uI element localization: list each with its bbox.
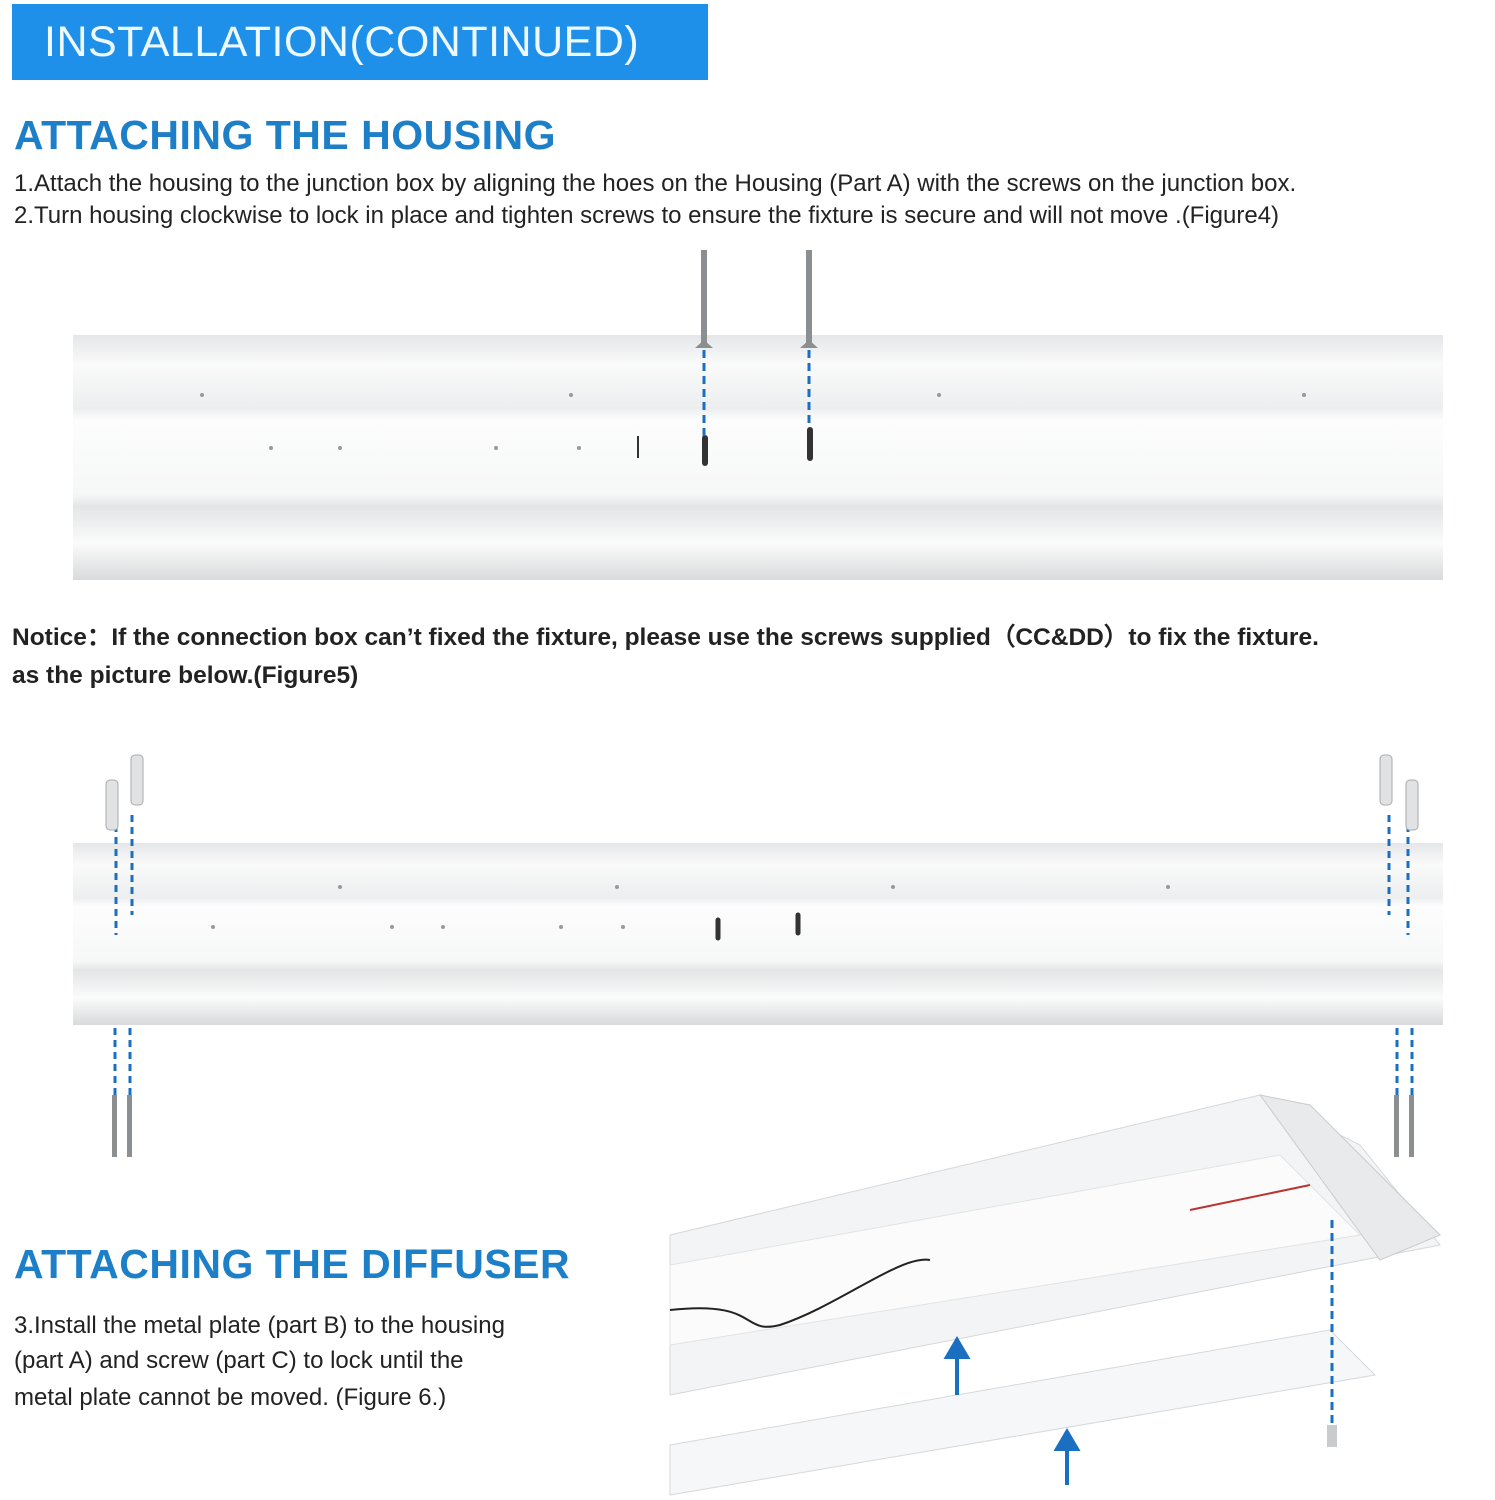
figure-4-housing-illustration <box>73 250 1443 580</box>
figure-5-screws-illustration <box>73 754 1443 1157</box>
notice-line-2: as the picture below.(Figure5) <box>12 662 359 689</box>
diffuser-line-2: (part A) and screw (part C) to lock unti… <box>14 1347 464 1374</box>
housing-step-2: 2.Turn housing clockwise to lock in plac… <box>14 202 1280 229</box>
notice-line-1: Notice：If the connection box can’t fixed… <box>12 624 1319 651</box>
diffuser-heading: ATTACHING THE DIFFUSER <box>14 1241 571 1287</box>
banner-title: INSTALLATION(CONTINUED) <box>44 18 640 66</box>
diffuser-line-1: 3.Install the metal plate (part B) to th… <box>14 1312 505 1339</box>
figure-6-diffuser-illustration <box>669 1094 1441 1496</box>
housing-step-1: 1.Attach the housing to the junction box… <box>14 170 1297 197</box>
section-banner: INSTALLATION(CONTINUED) <box>12 4 708 80</box>
housing-heading: ATTACHING THE HOUSING <box>14 112 556 158</box>
diffuser-line-3: metal plate cannot be moved. (Figure 6.) <box>14 1384 447 1411</box>
